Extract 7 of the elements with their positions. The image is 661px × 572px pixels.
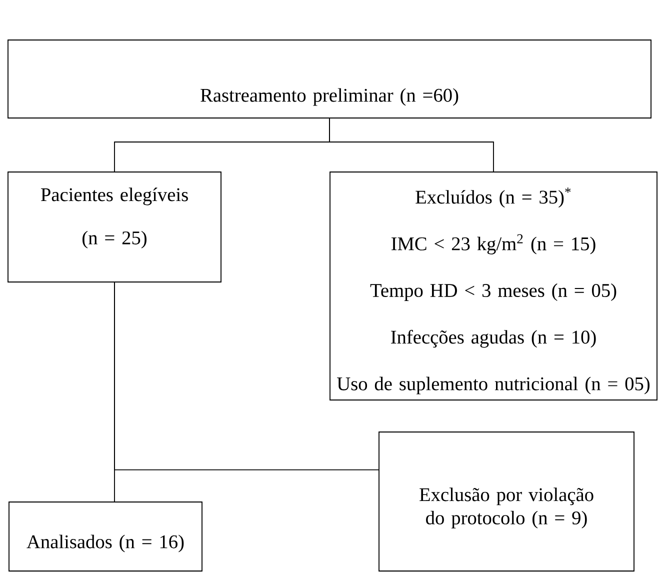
flow-box: Rastreamento preliminar (n =60) <box>8 40 652 118</box>
flow-box: Analisados (n = 16) <box>8 502 202 572</box>
flow-box: Exclusão por violação do protocolo (n = 9) <box>378 432 634 572</box>
flow-box: Pacientes elegíveis (n = 25) <box>8 172 222 282</box>
connector-line <box>329 118 494 172</box>
connector-line <box>114 282 115 502</box>
flow-box: Excluídos (n = 35)$^{*}$ IMC < 23 kg/m$^{2}$ (n = 15) Tempo HD < 3 meses (n = 05) Infecções agudas (n = 10) Uso de suplemento nutricional (n = 05) <box>330 172 658 400</box>
